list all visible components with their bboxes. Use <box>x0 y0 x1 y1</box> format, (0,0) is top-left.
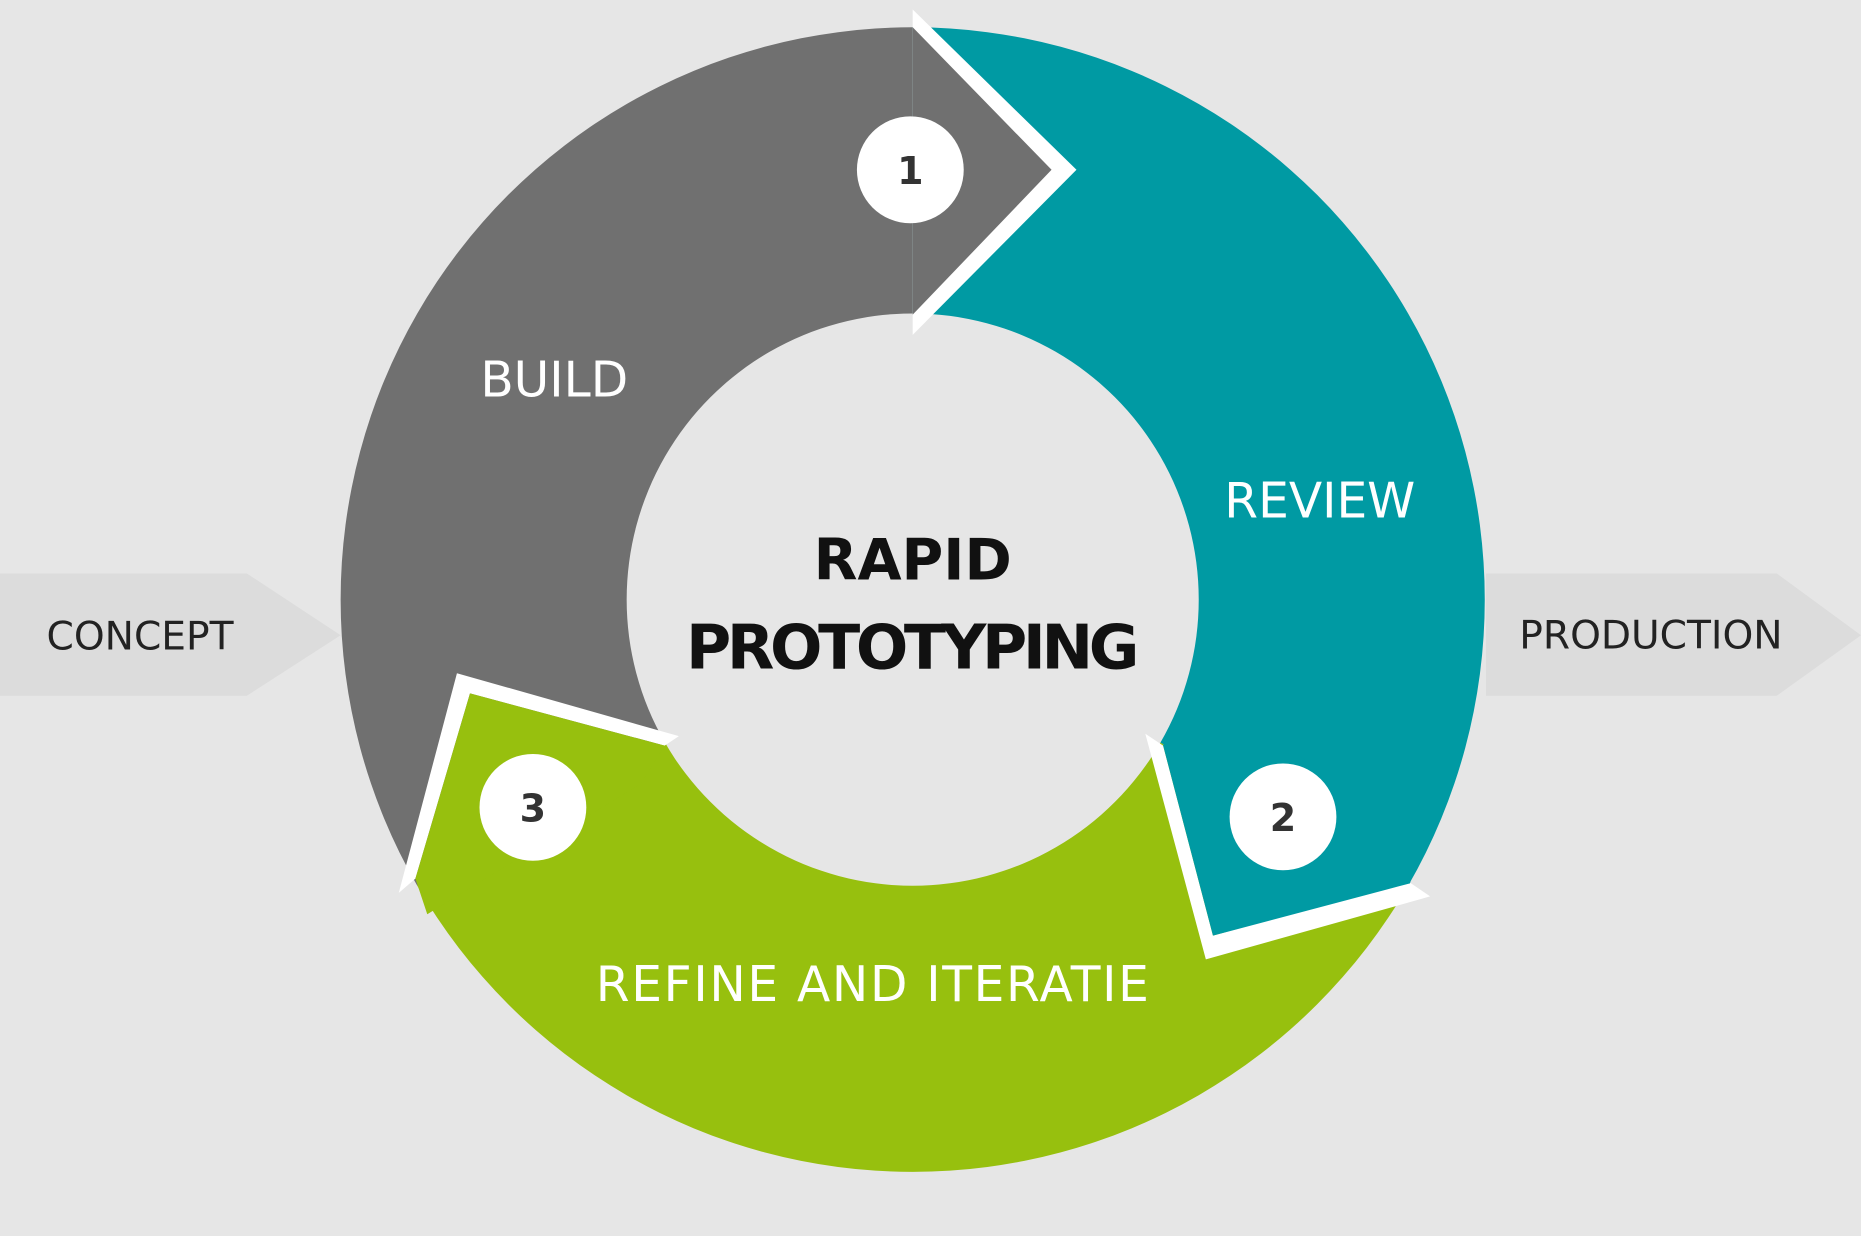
build-segment <box>340 27 913 886</box>
refine-label: REFINE AND ITERATIE <box>596 957 1149 1013</box>
step-1-number: 1 <box>897 149 923 193</box>
step-2-badge <box>1229 763 1337 871</box>
concept-label: CONCEPT <box>47 614 235 659</box>
separator-2 <box>1145 733 1431 960</box>
refine-segment <box>417 742 1409 1172</box>
production-label: PRODUCTION <box>1519 613 1782 658</box>
title-line-2: PROTOTYPING <box>686 611 1139 683</box>
step-3-badge <box>479 753 587 861</box>
separator-3 <box>398 673 679 893</box>
build-label: BUILD <box>480 353 628 409</box>
step-1-badge <box>856 116 964 224</box>
step-2-number: 2 <box>1270 796 1296 840</box>
step-3-number: 3 <box>520 787 546 831</box>
build-arrowhead <box>912 27 1052 315</box>
review-segment <box>912 27 1485 886</box>
concept-arrow <box>0 573 341 696</box>
title-line-1: RAPID <box>814 527 1012 593</box>
review-label: REVIEW <box>1224 474 1415 530</box>
production-arrow <box>1485 573 1861 696</box>
